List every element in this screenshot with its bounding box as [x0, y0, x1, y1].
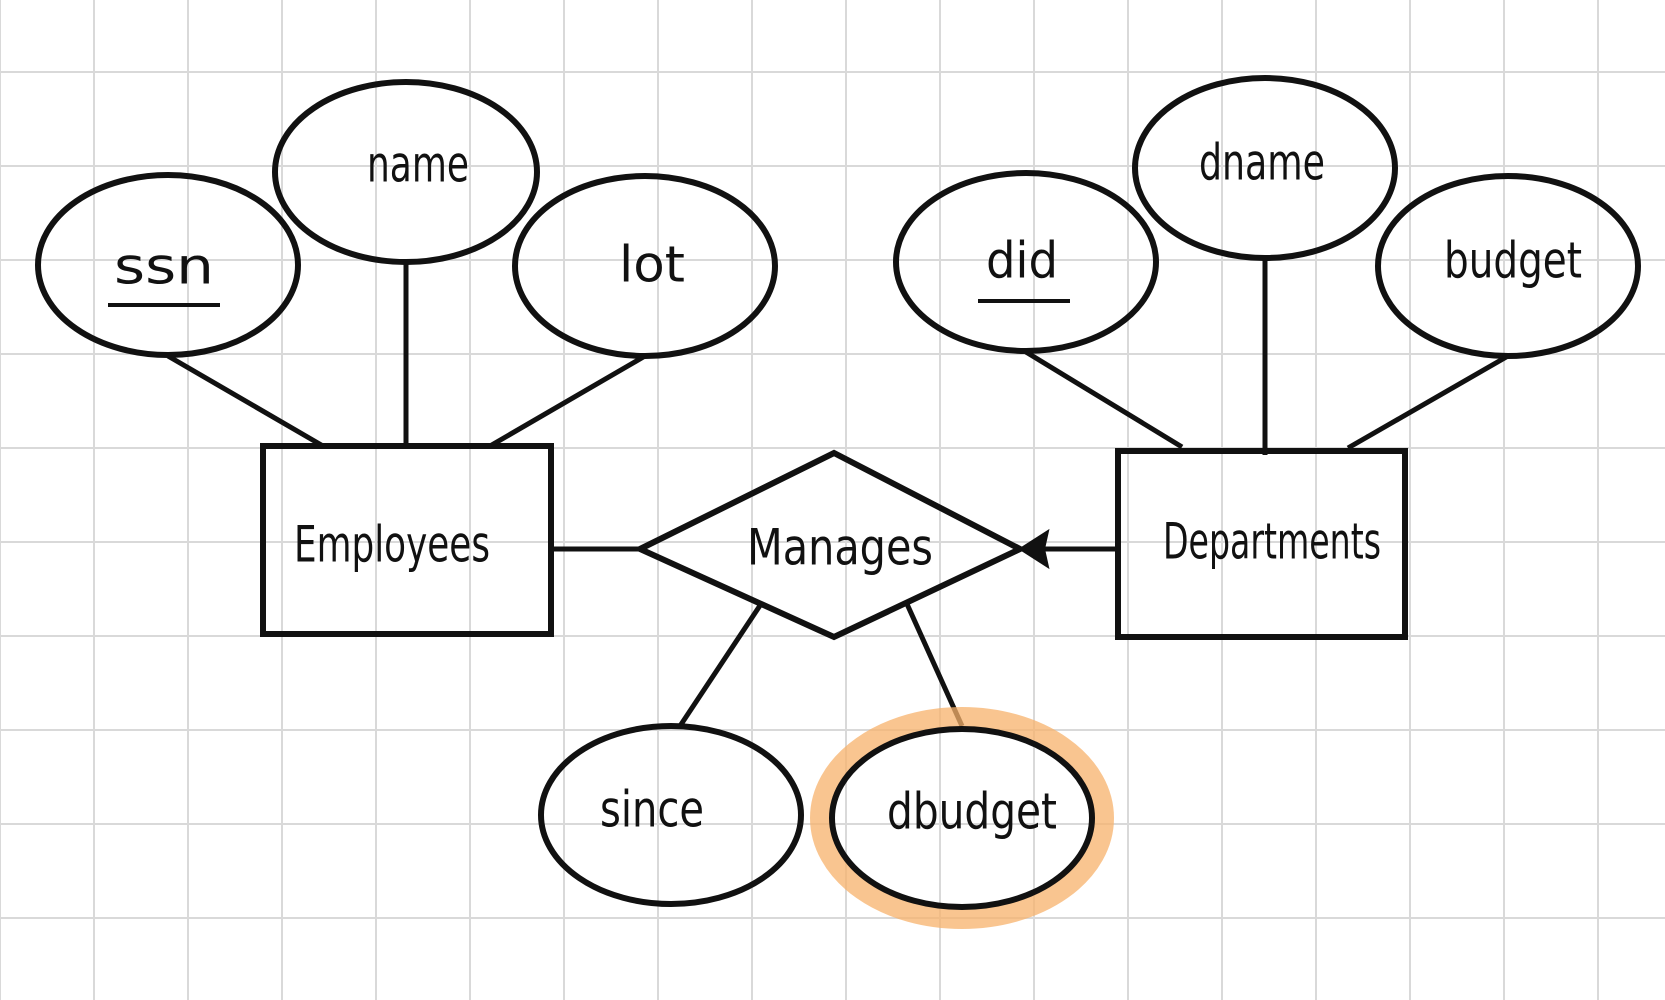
attribute-did-label: did: [986, 232, 1058, 290]
entity-employees-label: Employees: [294, 516, 490, 574]
key-constraint-arrowhead: [1018, 528, 1050, 570]
attribute-since[interactable]: since: [538, 723, 804, 907]
entity-departments-label: Departments: [1163, 513, 1381, 571]
edge-did-departments: [1024, 349, 1184, 450]
attribute-since-label: since: [600, 781, 704, 839]
edge-ssn-employees: [166, 353, 325, 449]
connectors: [166, 258, 1510, 728]
attribute-budget-label: budget: [1444, 232, 1582, 290]
attribute-budget[interactable]: budget: [1375, 173, 1641, 359]
edge-budget-departments: [1346, 353, 1510, 451]
attribute-dname[interactable]: dname: [1132, 75, 1398, 261]
attribute-ssn[interactable]: ssn: [35, 172, 301, 358]
entity-employees[interactable]: Employees: [260, 443, 554, 637]
relationship-manages[interactable]: Manages: [632, 449, 1027, 641]
attribute-ssn-label: ssn: [114, 238, 214, 296]
attribute-dbudget-label: dbudget: [887, 783, 1057, 841]
relationship-manages-label: Manages: [747, 519, 933, 577]
attribute-name-label: name: [367, 136, 469, 194]
edge-manages-since: [677, 602, 764, 728]
edge-manages-dbudget: [904, 602, 965, 728]
attribute-dname-label: dname: [1199, 134, 1325, 192]
attribute-lot-label: lot: [619, 236, 685, 294]
entity-departments[interactable]: Departments: [1115, 448, 1408, 640]
attribute-name[interactable]: name: [272, 79, 540, 265]
edge-lot-employees: [488, 353, 647, 449]
attribute-did[interactable]: did: [893, 170, 1159, 354]
attribute-lot[interactable]: lot: [512, 173, 778, 359]
attribute-dbudget[interactable]: dbudget: [829, 726, 1095, 910]
dbudget-highlight-halo: [810, 707, 1114, 929]
